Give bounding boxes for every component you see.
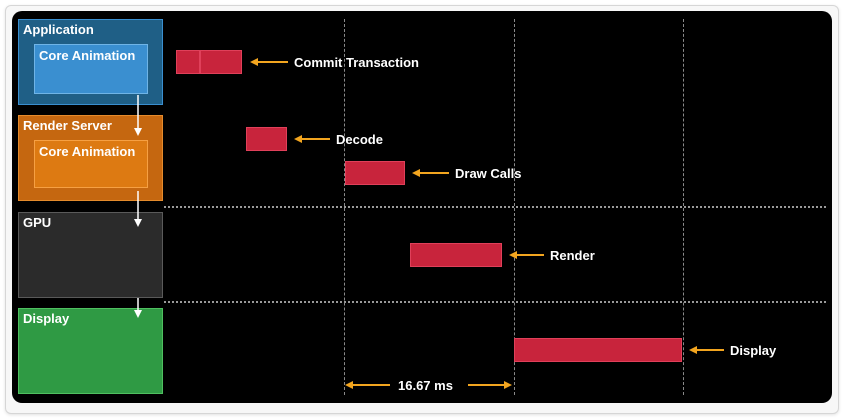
lane-flow-arrows (134, 95, 142, 318)
frame-boundary-2 (514, 19, 515, 395)
annotation-draw-calls: Draw Calls (455, 166, 522, 181)
commit-bar-part-1 (176, 50, 200, 74)
core-animation-app-box: Core Animation (34, 44, 148, 94)
frame-boundary-1 (344, 19, 345, 395)
separator-render-gpu (164, 206, 826, 208)
lane-application-label: Application (23, 22, 94, 37)
frame-boundary-3 (683, 19, 684, 395)
decode-bar (246, 127, 287, 151)
lane-display-label: Display (23, 311, 70, 326)
core-animation-app-label: Core Animation (39, 48, 136, 63)
lane-render-server-label: Render Server (23, 118, 112, 133)
pipeline-diagram: Application Core Animation Render Server… (12, 11, 832, 403)
lane-gpu-label: GPU (23, 215, 52, 230)
lane-gpu: GPU (18, 212, 163, 298)
draw-calls-bar (345, 161, 405, 185)
display-bar (514, 338, 682, 362)
lane-application: Application Core Animation (18, 19, 163, 105)
render-bar (410, 243, 502, 267)
frame-duration-label: 16.67 ms (398, 378, 453, 393)
annotation-display: Display (730, 343, 777, 358)
core-animation-render-label: Core Animation (39, 144, 136, 159)
annotation-render: Render (550, 248, 595, 263)
annotation-arrows (250, 58, 724, 389)
core-animation-render-box: Core Animation (34, 140, 148, 188)
separator-gpu-display (164, 301, 826, 303)
annotation-decode: Decode (336, 132, 383, 147)
annotation-commit-transaction: Commit Transaction (294, 55, 419, 70)
lane-display: Display (18, 308, 163, 394)
commit-bar-part-2 (200, 50, 242, 74)
